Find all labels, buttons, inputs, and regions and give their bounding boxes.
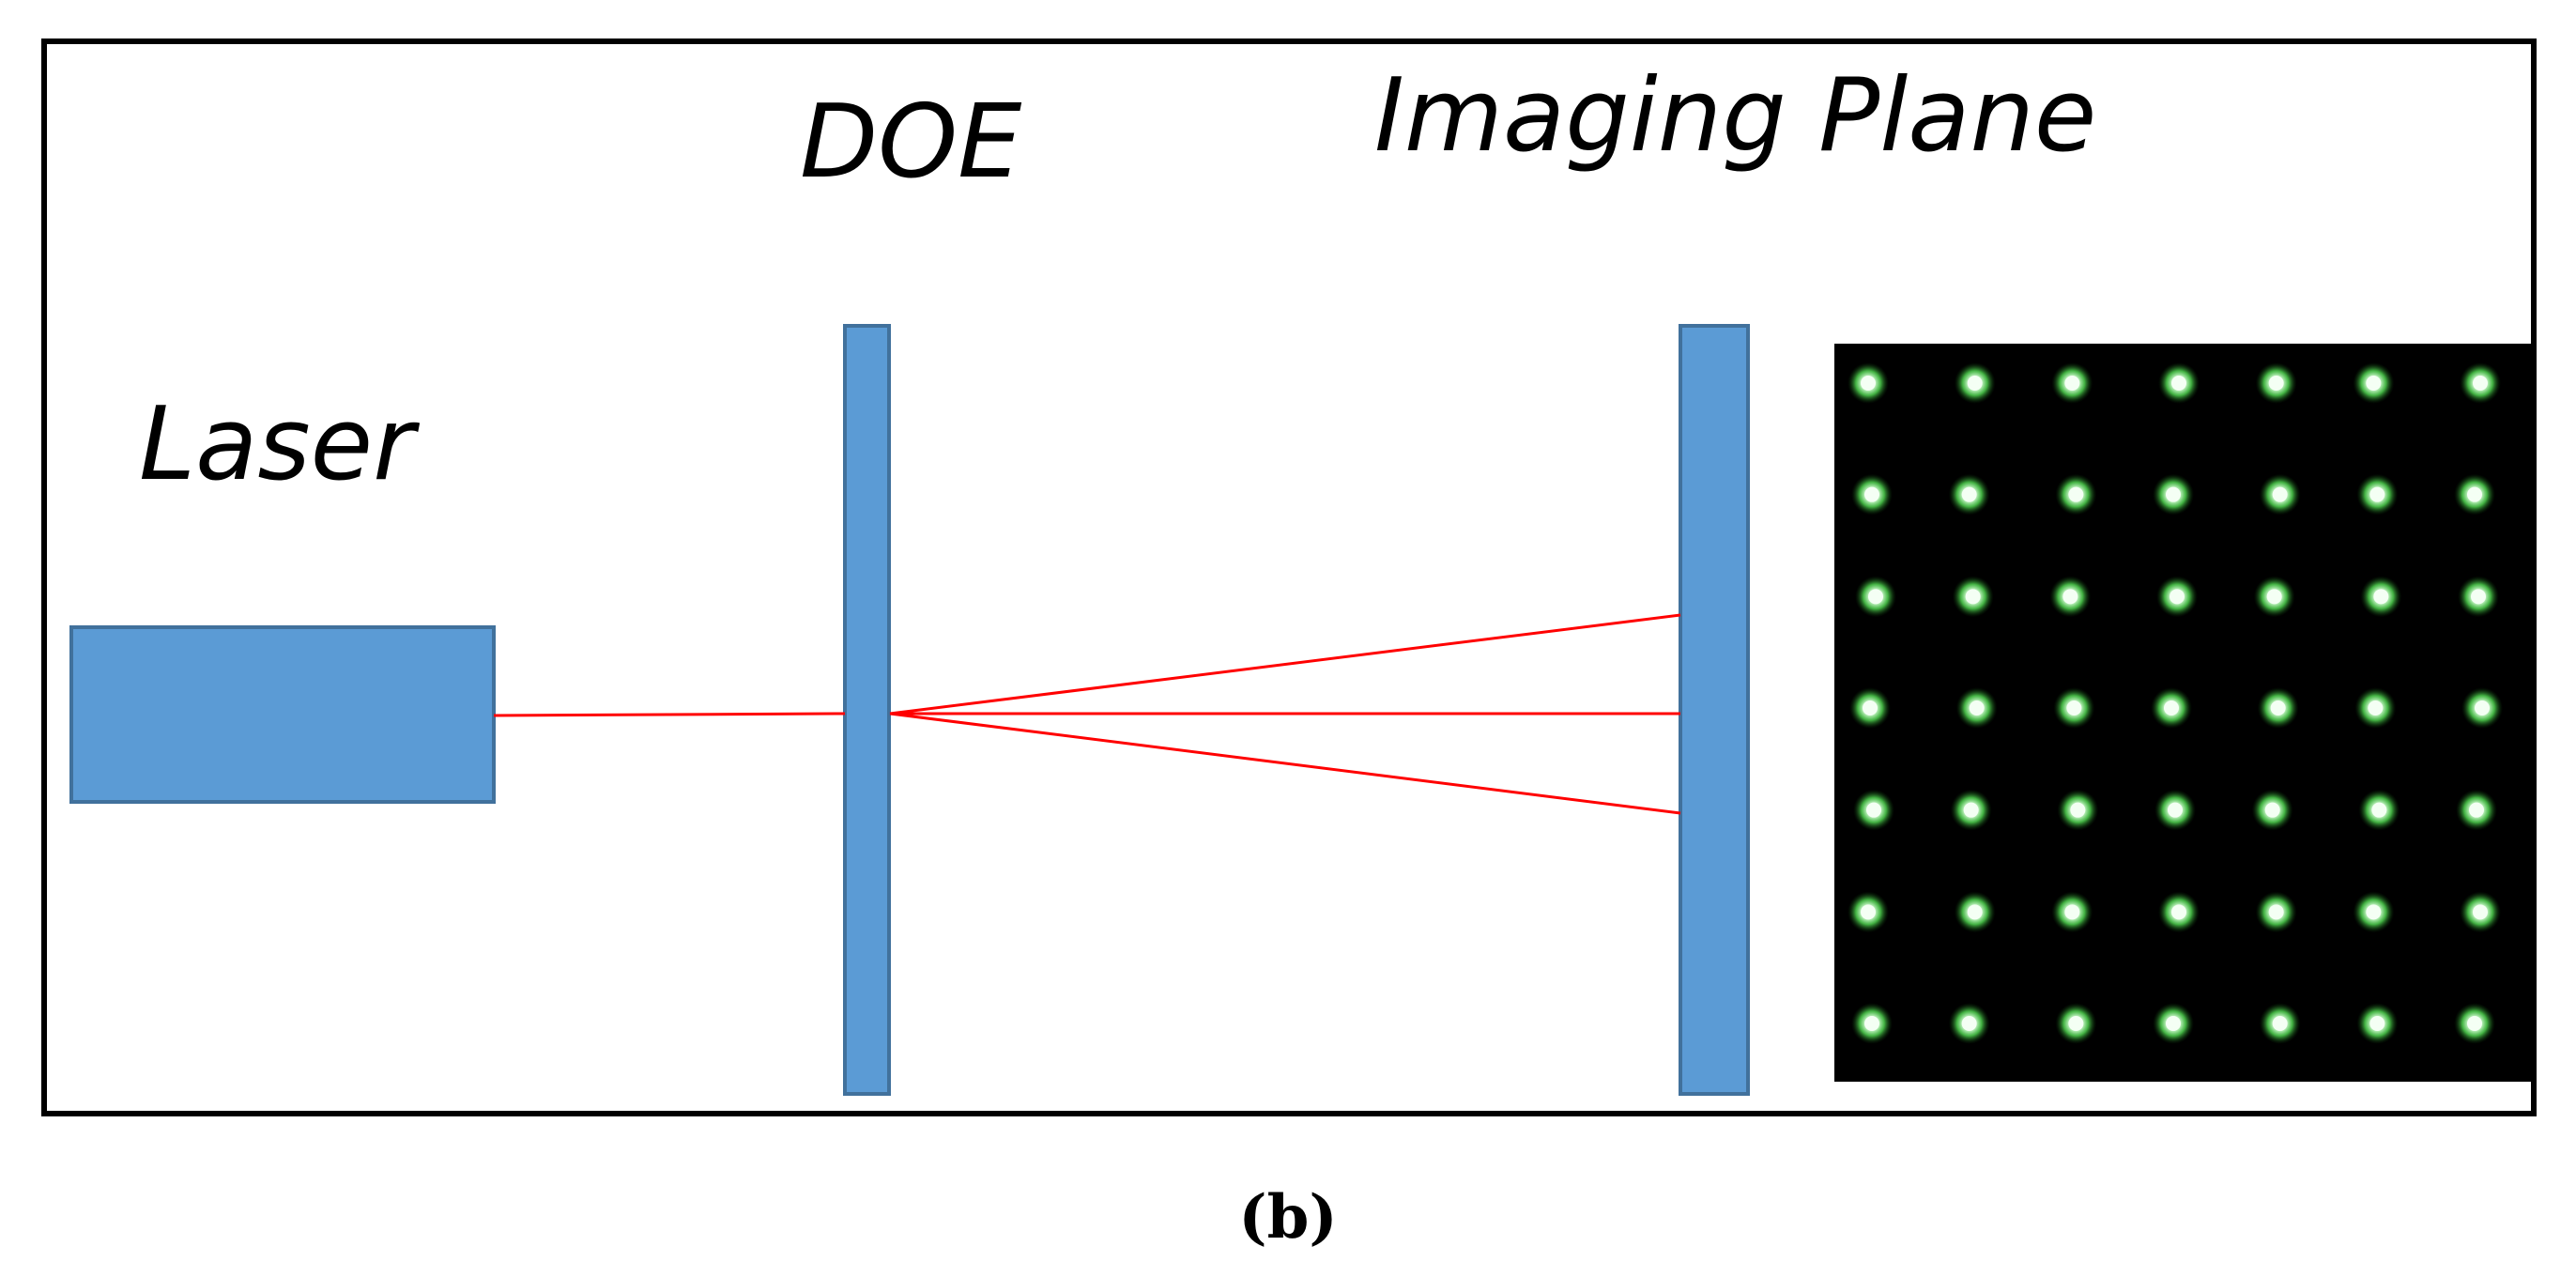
diffracted-beam-lower — [889, 712, 1681, 815]
diffraction-spot-core — [2166, 1016, 2181, 1031]
diffraction-spot-core — [1961, 486, 1977, 502]
diffraction-spot-core — [1866, 802, 1881, 818]
diffraction-spot-core — [1961, 1016, 1977, 1031]
diffraction-spot-core — [1963, 802, 1979, 818]
diffraction-spot-core — [2062, 589, 2078, 605]
diffraction-spot-core — [2070, 802, 2086, 818]
figure-caption: (b) — [1238, 1182, 1337, 1253]
imaging-plane — [1679, 324, 1750, 1096]
input-beam — [493, 712, 846, 717]
diffracted-beam-upper — [889, 613, 1681, 715]
spot-grid — [1848, 362, 2503, 1044]
diffraction-spot-core — [1967, 904, 1983, 920]
diffraction-spot-core — [2272, 1016, 2288, 1031]
diffraction-spot-core — [2268, 376, 2284, 391]
diffraction-spot-core — [2475, 700, 2490, 715]
diffraction-spot-core — [2373, 589, 2389, 605]
diffraction-spot-core — [1861, 904, 1876, 920]
diffraction-spot-core — [2369, 486, 2385, 502]
diffraction-spot-core — [2371, 802, 2387, 818]
diffraction-spot-core — [2266, 589, 2282, 605]
diffraction-spot-core — [1965, 589, 1981, 605]
diffraction-spot-core — [2264, 802, 2280, 818]
diffraction-spot-core — [2473, 376, 2488, 391]
diffraction-spot-core — [2064, 376, 2080, 391]
diffraction-spot-core — [2366, 904, 2382, 920]
diffraction-spot-core — [2473, 904, 2488, 920]
diffraction-spot-core — [2168, 802, 2183, 818]
diffraction-spot-core — [1969, 700, 1985, 715]
diffraction-spot-core — [1967, 376, 1983, 391]
diffraction-spot-core — [1861, 376, 1876, 391]
imaging-plane-label: Imaging Plane — [1374, 57, 2096, 175]
diffraction-spot-core — [2170, 589, 2185, 605]
diffraction-spot-core — [2369, 1016, 2385, 1031]
diffraction-spot-core — [2268, 904, 2284, 920]
diffraction-spot-core — [1863, 700, 1878, 715]
diffraction-spot-core — [2068, 1016, 2084, 1031]
diffraction-spot-core — [1868, 589, 1883, 605]
diffraction-spot-core — [1864, 1016, 1879, 1031]
diffraction-spot-core — [2469, 802, 2484, 818]
doe-element — [843, 324, 891, 1096]
diffraction-spot-core — [2270, 700, 2286, 715]
diffraction-spot-core — [2064, 904, 2080, 920]
diffraction-spot-core — [2164, 700, 2179, 715]
doe-label: DOE — [800, 84, 1022, 201]
diffraction-spot-core — [2368, 700, 2384, 715]
diffraction-spot-core — [2171, 376, 2186, 391]
diffraction-spot-core — [2166, 486, 2181, 502]
diffraction-spot-core — [2471, 589, 2486, 605]
diffraction-spot-core — [2066, 700, 2082, 715]
diffraction-spot-core — [2467, 1016, 2482, 1031]
diffraction-spot-core — [2272, 486, 2288, 502]
diffraction-spot-core — [2366, 376, 2382, 391]
diffraction-spot-core — [2171, 904, 2186, 920]
diffraction-spot-core — [1864, 486, 1879, 502]
laser-beams — [493, 613, 1681, 815]
diffraction-spot-core — [2467, 486, 2482, 502]
laser-label: Laser — [139, 386, 420, 503]
laser-source — [69, 625, 496, 804]
diffraction-spot-core — [2068, 486, 2084, 502]
